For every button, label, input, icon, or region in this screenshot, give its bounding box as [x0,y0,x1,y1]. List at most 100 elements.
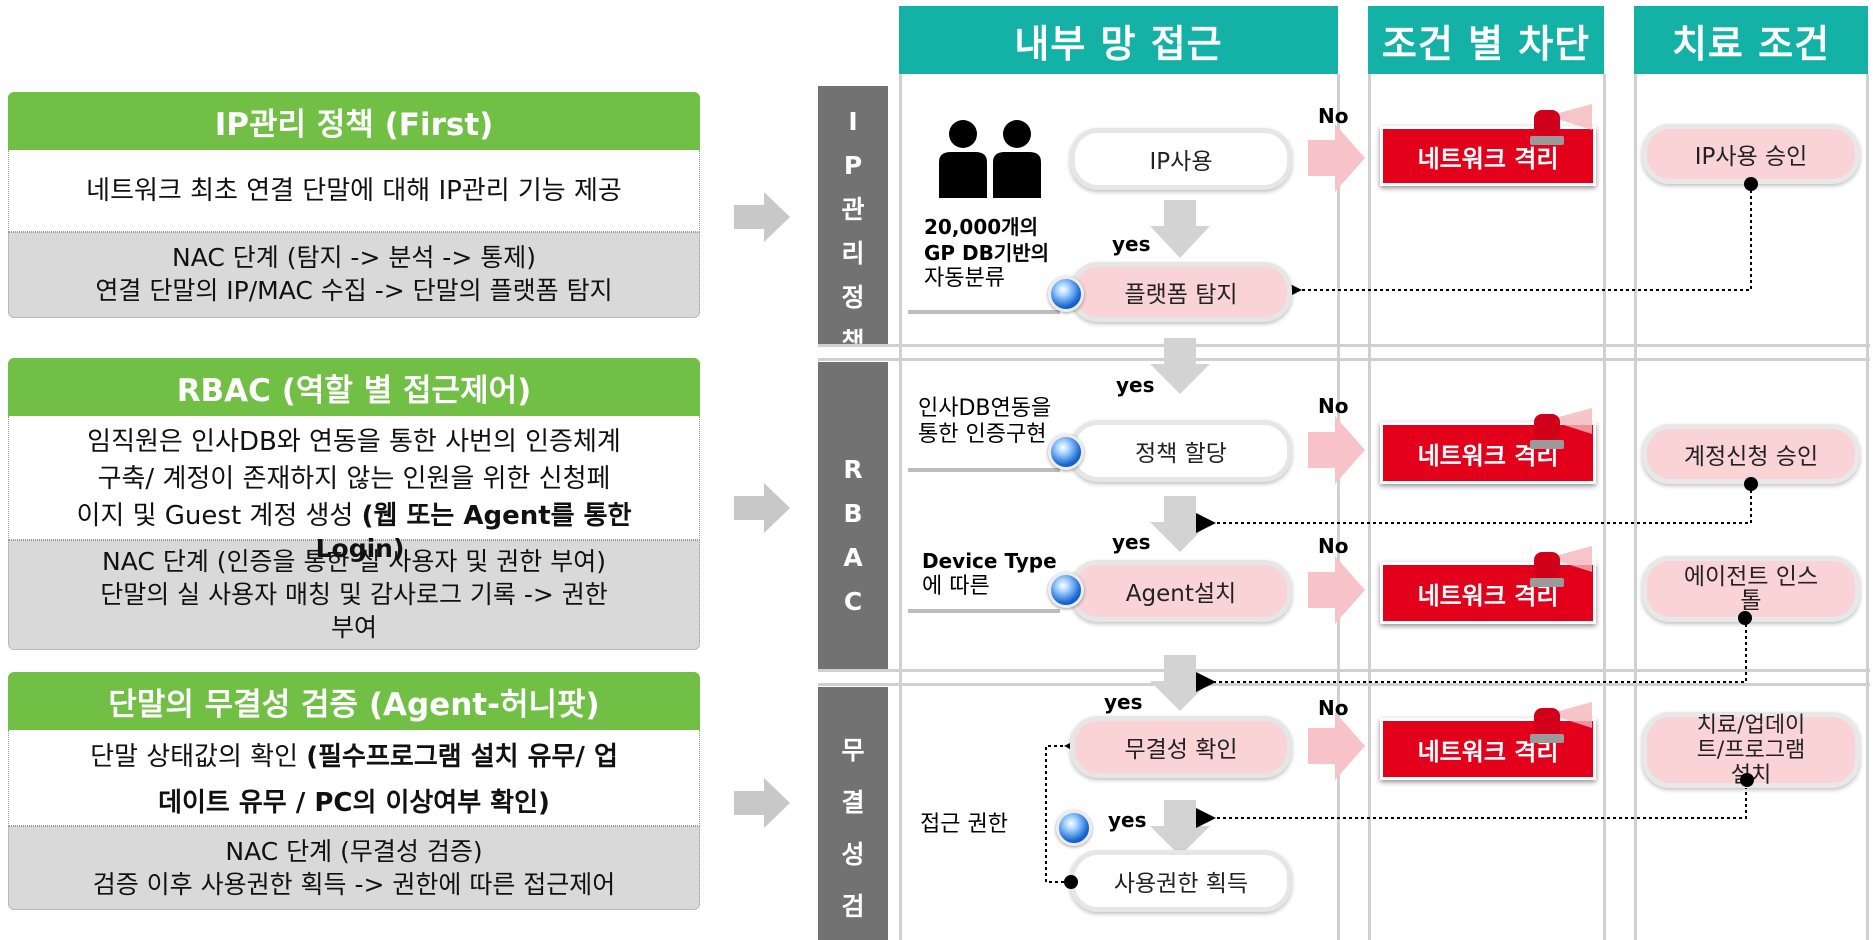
card-rbac-nac-line2: 단말의 실 사용자 매칭 및 감사로그 기록 -> 권한 [100,580,608,609]
card-rbac-body-line1: 임직원은 인사DB와 연동을 통한 사번의 인증체계 [87,427,621,457]
hr-db-caption-line2: 통한 인증구현 [918,422,1047,447]
step-permission-acquire: 사용권한 획득 [1070,850,1292,912]
card-rbac-body-line2: 구축/ 계정이 존재하지 않는 인원을 위한 신청페 [97,464,611,494]
remedy-ip-approval-text: IP사용 승인 [1694,144,1808,170]
access-caption: 접근 권한 [920,812,1008,837]
yes-label: yes [1116,373,1155,397]
grid-line [818,683,1870,686]
sphere-icon [1048,572,1084,608]
users-caption-line3: 자동분류 [924,266,1005,291]
step-integrity-check-text: 무결성 확인 [1124,737,1238,763]
card-integrity-nac-line2: 검증 이후 사용권한 획득 -> 권한에 따른 접근제어 [92,870,616,899]
sphere-icon [1048,276,1084,312]
card-rbac-login-overlap: Login) [315,534,405,563]
step-permission-acquire-text: 사용권한 획득 [1113,871,1249,897]
siren-icon [1530,546,1592,587]
grid-line [818,344,1870,347]
grid-line [818,358,1870,361]
connector-dot [1744,177,1758,191]
remedy-ip-approval: IP사용 승인 [1642,124,1860,184]
block-network-isolate-text: 네트워크 격리 [1417,144,1559,173]
row-label-char: I [848,107,858,136]
users-caption-line1: 20,000개의 [924,215,1038,239]
row-label-char: R [843,455,863,484]
users-caption: 20,000개의 GP DB기반의 자동분류 [924,214,1049,292]
block-network-isolate: 네트워크 격리 [1380,718,1596,780]
block-network-isolate: 네트워크 격리 [1380,562,1596,624]
connector-dot [1740,773,1754,787]
row-label-rbac: R B A C [818,362,888,669]
yes-label: yes [1112,530,1151,554]
card-ip-nac-line1: NAC 단계 (탐지 -> 분석 -> 통제) [172,243,536,272]
card-integrity-body-line2: 데이트 유무 / PC의 이상여부 확인) [158,788,550,818]
card-rbac-nac: NAC 단계 (인증을 통한 실 사용자 및 권한 부여) 단말의 실 사용자 … [8,540,700,650]
card-integrity-body-line1-a: 단말 상태값의 확인 [90,742,307,772]
grid-line [1368,74,1371,940]
row-label-ip: I P 관 리 정 책 [818,86,888,344]
step-platform-detect-text: 플랫폼 탐지 [1124,282,1238,308]
yes-label: yes [1108,808,1147,832]
remedy-agent-install-line2: 톨 [1740,588,1762,614]
column-header-block: 조건 별 차단 [1368,6,1604,74]
users-caption-line2: GP DB기반의 [924,241,1050,265]
row-label-char: 검 [841,892,865,921]
card-ip-body-text: 네트워크 최초 연결 단말에 대해 IP관리 기능 제공 [86,175,622,206]
grid-line [1866,74,1869,940]
card-integrity-nac: NAC 단계 (무결성 검증) 검증 이후 사용권한 획득 -> 권한에 따른 … [8,826,700,910]
card-integrity-body-line1-b: (필수프로그램 설치 유무/ 업 [306,742,618,772]
remedy-fix-update-line2: 트/프로그램 [1696,737,1806,763]
device-type-caption-line2: 에 따른 [922,574,990,599]
card-integrity-title: 단말의 무결성 검증 (Agent-허니팟) [8,672,700,730]
siren-icon [1530,408,1592,449]
card-ip-title-text: IP관리 정책 (First) [214,106,494,143]
column-header-access-text: 내부 망 접근 [1014,21,1223,66]
row-label-char: 무 [841,736,865,765]
card-ip-nac: NAC 단계 (탐지 -> 분석 -> 통제) 연결 단말의 IP/MAC 수집… [8,232,700,318]
card-integrity-nac-line1: NAC 단계 (무결성 검증) [225,837,483,866]
card-rbac-body-line3-a: 이지 및 Guest 계정 생성 [76,501,362,531]
grid-line [1634,74,1637,940]
connector-dot [1744,477,1758,491]
row-label-char: 결 [841,788,865,817]
remedy-agent-install-line1: 에이전트 인스 [1683,564,1819,590]
remedy-agent-install: 에이전트 인스 톨 [1642,556,1860,622]
card-integrity-body-line1: 단말 상태값의 확인 (필수프로그램 설치 유무/ 업 [9,734,699,780]
no-label: No [1318,534,1349,558]
card-rbac-title: RBAC (역할 별 접근제어) [8,358,700,416]
row-label-char: 관 [841,195,865,224]
no-label: No [1318,104,1349,128]
row-label-char: 리 [841,239,865,268]
row-label-char: 정 [841,283,865,312]
siren-icon [1530,104,1592,145]
arrow-right-icon [734,778,790,828]
step-ip-use-text: IP사용 [1149,149,1213,175]
remedy-fix-update-line1: 치료/업데이 [1696,712,1806,738]
card-rbac-body-line3-b: (웹 또는 Agent를 통한 [361,501,632,531]
arrow-right-icon [734,192,790,242]
no-label: No [1318,394,1349,418]
arrow-right-icon [734,483,790,533]
row-label-char: C [843,587,863,616]
step-platform-detect: 플랫폼 탐지 [1070,262,1292,322]
row-label-char: P [843,151,863,180]
column-header-remedy: 치료 조건 [1634,6,1868,74]
row-label-char: 책 [841,327,865,344]
column-header-block-text: 조건 별 차단 [1381,21,1591,66]
device-type-caption-line1: Device Type [922,549,1057,573]
siren-icon [1530,702,1592,743]
no-label: No [1318,696,1349,720]
column-header-access: 내부 망 접근 [899,6,1338,74]
step-agent-install-text: Agent설치 [1125,581,1237,607]
connector-dot [1064,875,1078,889]
grid-line [1603,74,1606,940]
card-ip-body: 네트워크 최초 연결 단말에 대해 IP관리 기능 제공 [8,150,700,232]
step-integrity-check: 무결성 확인 [1070,716,1292,778]
users-icon [939,120,1041,198]
sphere-icon [1056,810,1092,846]
hr-db-caption-line1: 인사DB연동을 [918,396,1052,421]
row-label-char: 성 [841,840,865,869]
yes-label: yes [1112,232,1151,256]
card-rbac-nac-line1: NAC 단계 (인증을 통한 실 사용자 및 권한 부여) [102,547,606,576]
remedy-account-approval: 계정신청 승인 [1642,424,1860,484]
